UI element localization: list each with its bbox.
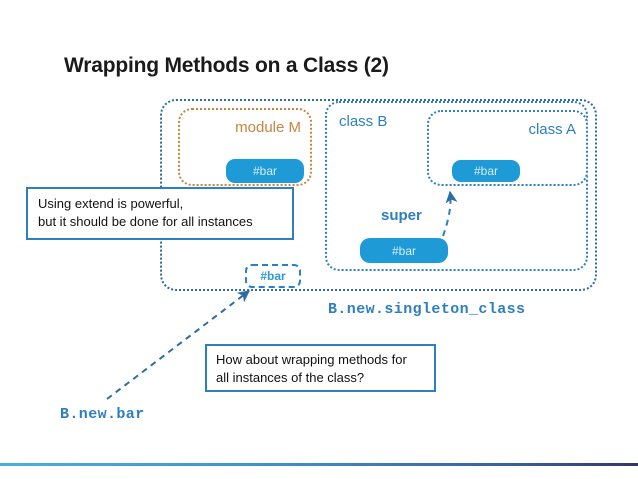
class-a-label: class A <box>528 121 576 138</box>
wrapping-callout-line-1: How about wrapping methods for <box>216 352 407 367</box>
extend-callout-line-2: but it should be done for all instances <box>38 213 253 229</box>
class-a-bar-method: #bar <box>452 160 520 182</box>
extend-callout-line-1: Using extend is powerful, <box>38 196 184 211</box>
class-b-bar-method: #bar <box>360 238 448 263</box>
wrapping-callout: How about wrapping methods for all insta… <box>205 344 436 392</box>
class-b-label: class B <box>339 113 388 130</box>
footer-rule <box>0 463 638 466</box>
super-label: super <box>381 207 422 224</box>
module-m-label: module M <box>235 119 301 136</box>
new-bar-code-label: B.new.bar <box>60 406 145 423</box>
extend-callout: Using extend is powerful, but it should … <box>26 187 294 240</box>
wrapping-callout-line-2: all instances of the class? <box>216 369 365 385</box>
page-title: Wrapping Methods on a Class (2) <box>64 54 389 77</box>
module-m-bar-method: #bar <box>226 159 304 183</box>
class-a-box: class A <box>427 110 588 186</box>
singleton-class-code-label: B.new.singleton_class <box>328 301 526 318</box>
singleton-bar-method: #bar <box>245 264 301 288</box>
